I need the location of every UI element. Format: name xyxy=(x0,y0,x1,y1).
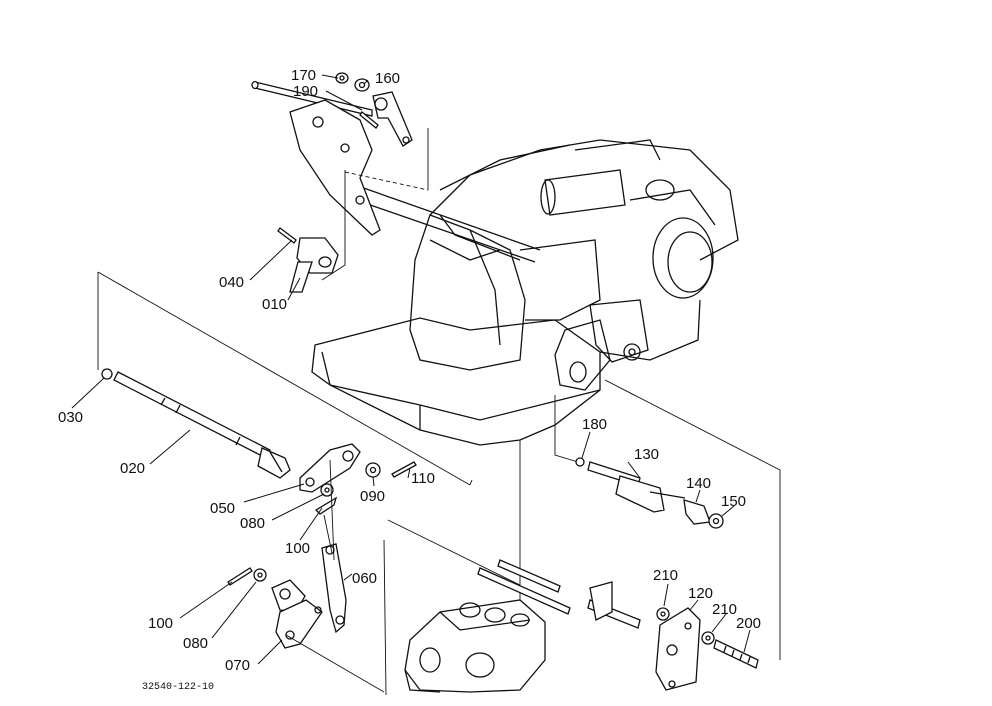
callout-050: 050 xyxy=(210,500,235,517)
callout-130: 130 xyxy=(634,446,659,463)
callout-150: 150 xyxy=(721,493,746,510)
drawing-code: 32540-122-10 xyxy=(142,682,214,693)
valve-group xyxy=(387,440,759,693)
leader-lines xyxy=(71,74,751,665)
callout-210: 210 xyxy=(653,567,678,584)
callout-labels: 170 160 190 040 010 030 020 050 080 090 … xyxy=(58,67,761,674)
upper-lever-group xyxy=(251,72,429,293)
callout-180: 180 xyxy=(582,416,607,433)
callout-100: 100 xyxy=(148,615,173,632)
callout-070: 070 xyxy=(225,657,250,674)
callout-080: 080 xyxy=(183,635,208,652)
callout-060: 060 xyxy=(352,570,377,587)
callout-010: 010 xyxy=(262,296,287,313)
callout-080: 080 xyxy=(240,515,265,532)
callout-120: 120 xyxy=(688,585,713,602)
callout-030: 030 xyxy=(58,409,83,426)
callout-100: 100 xyxy=(285,540,310,557)
callout-160: 160 xyxy=(375,70,400,87)
callout-040: 040 xyxy=(219,274,244,291)
callout-210: 210 xyxy=(712,601,737,618)
callout-190: 190 xyxy=(293,83,318,100)
callout-170: 170 xyxy=(291,67,316,84)
callout-090: 090 xyxy=(360,488,385,505)
callout-110: 110 xyxy=(411,470,435,487)
shift-shaft-group xyxy=(97,271,473,696)
callout-140: 140 xyxy=(686,475,711,492)
transmission-housing xyxy=(311,139,739,446)
callout-200: 200 xyxy=(736,615,761,632)
right-shaft-group xyxy=(554,379,781,660)
callout-020: 020 xyxy=(120,460,145,477)
